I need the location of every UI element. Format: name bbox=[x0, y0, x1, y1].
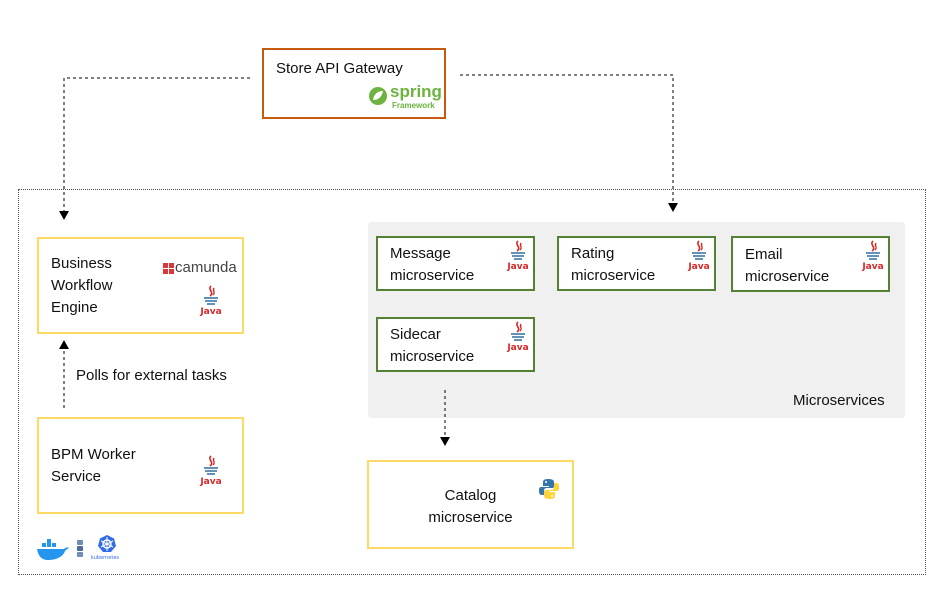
java-label: Java bbox=[507, 343, 529, 353]
spring-logo: spring Framework bbox=[368, 82, 442, 112]
docker-whale-icon bbox=[37, 539, 69, 560]
sidecar-microservice-label: Sidecar microservice bbox=[390, 326, 475, 365]
catalog-microservice: Catalog microservice bbox=[367, 460, 574, 549]
arrowhead-catalog bbox=[440, 437, 450, 446]
spring-leaf-icon bbox=[369, 87, 387, 105]
java-label: Java bbox=[507, 262, 529, 272]
sidecar-microservice: Sidecar microservice Java bbox=[376, 317, 535, 372]
java-label: Java bbox=[688, 262, 710, 272]
java-icon: Java bbox=[862, 240, 884, 276]
java-icon: Java bbox=[688, 240, 710, 276]
gateway-title: Store API Gateway bbox=[276, 60, 403, 77]
workflow-label: Business Workflow Engine bbox=[51, 255, 113, 316]
camunda-logo: camunda bbox=[163, 259, 243, 277]
message-microservice: Message microservice Java bbox=[376, 236, 535, 291]
message-microservice-label: Message microservice bbox=[390, 245, 475, 284]
arrowhead-microservices bbox=[668, 203, 678, 212]
arrowhead-workflow-up bbox=[59, 340, 69, 349]
gateway-to-workflow-connector bbox=[63, 77, 250, 212]
kubernetes-icon bbox=[98, 535, 116, 552]
java-label: Java bbox=[200, 477, 222, 487]
camunda-logo-word: camunda bbox=[175, 259, 237, 276]
java-label: Java bbox=[200, 307, 222, 317]
gateway-to-microservices-connector bbox=[460, 74, 674, 205]
rating-microservice-label: Rating microservice bbox=[571, 245, 656, 284]
camunda-icon bbox=[163, 263, 174, 274]
java-icon: Java bbox=[507, 321, 529, 357]
store-api-gateway: Store API Gateway spring Framework bbox=[262, 48, 446, 119]
java-icon: Java bbox=[200, 285, 222, 321]
kubernetes-label: kubernetes bbox=[91, 555, 120, 561]
rating-microservice: Rating microservice Java bbox=[557, 236, 716, 291]
java-icon: Java bbox=[200, 455, 222, 491]
bpm-worker-service: BPM Worker Service Java bbox=[37, 417, 244, 514]
spring-logo-word: spring bbox=[390, 82, 442, 101]
java-label: Java bbox=[862, 262, 884, 272]
email-microservice: Email microservice Java bbox=[731, 236, 890, 292]
container-stack-icon bbox=[77, 540, 83, 557]
spring-logo-sub: Framework bbox=[392, 101, 435, 110]
deployment-container bbox=[18, 189, 926, 575]
platform-logos: kubernetes bbox=[36, 534, 136, 566]
python-icon bbox=[539, 479, 559, 499]
catalog-microservice-label: Catalog microservice bbox=[428, 487, 513, 526]
java-icon: Java bbox=[507, 240, 529, 276]
microservices-group-label: Microservices bbox=[793, 392, 885, 409]
poll-label: Polls for external tasks bbox=[76, 367, 227, 384]
email-microservice-label: Email microservice bbox=[745, 246, 830, 285]
business-workflow-engine: Business Workflow Engine camunda Java bbox=[37, 237, 244, 334]
bpm-worker-label: BPM Worker Service bbox=[51, 446, 136, 485]
arrowhead-workflow bbox=[59, 211, 69, 220]
